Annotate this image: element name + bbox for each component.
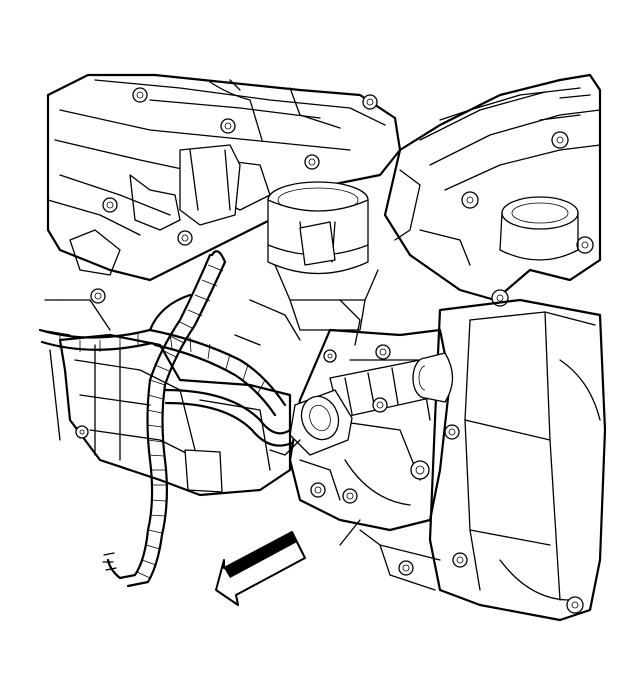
- left-valve-cover: [46, 73, 402, 304]
- right-valve-cover: [383, 73, 602, 307]
- camshaft-actuator: [329, 352, 454, 419]
- sensor-connector: [269, 389, 388, 456]
- detail-lines: [234, 299, 441, 591]
- wiring-harness: [38, 250, 294, 588]
- front-cover-housing: [428, 298, 607, 622]
- mounting-bracket: [288, 328, 452, 532]
- solenoid-housing: [179, 144, 241, 226]
- thermostat-neck: [267, 181, 379, 331]
- direction-arrow-icon: [215, 531, 306, 606]
